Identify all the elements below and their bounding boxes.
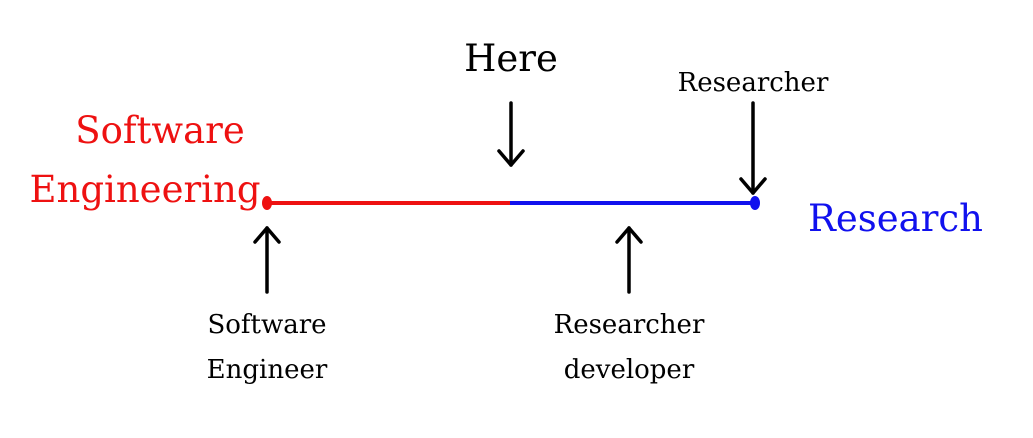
software-engineering-label-line1: Software [75, 109, 245, 152]
left-endpoint-dot [262, 196, 272, 210]
software-engineer-label-line1: Software [207, 310, 327, 340]
here-label: Here [464, 37, 558, 80]
researcher-developer-label-line1: Researcher [553, 310, 705, 340]
software-engineering-label-line2: Engineering [29, 168, 261, 211]
researcher-top-label: Researcher [677, 68, 829, 98]
here-down-arrow [497, 101, 525, 167]
researcher-developer-label-line2: developer [563, 355, 695, 385]
researcher-down-arrow [739, 101, 767, 195]
researcher-developer-up-arrow [615, 226, 643, 294]
right-endpoint-dot [750, 196, 760, 210]
software-engineer-label-line2: Engineer [206, 355, 328, 385]
software-engineer-up-arrow [253, 226, 281, 294]
research-label: Research [808, 197, 983, 240]
